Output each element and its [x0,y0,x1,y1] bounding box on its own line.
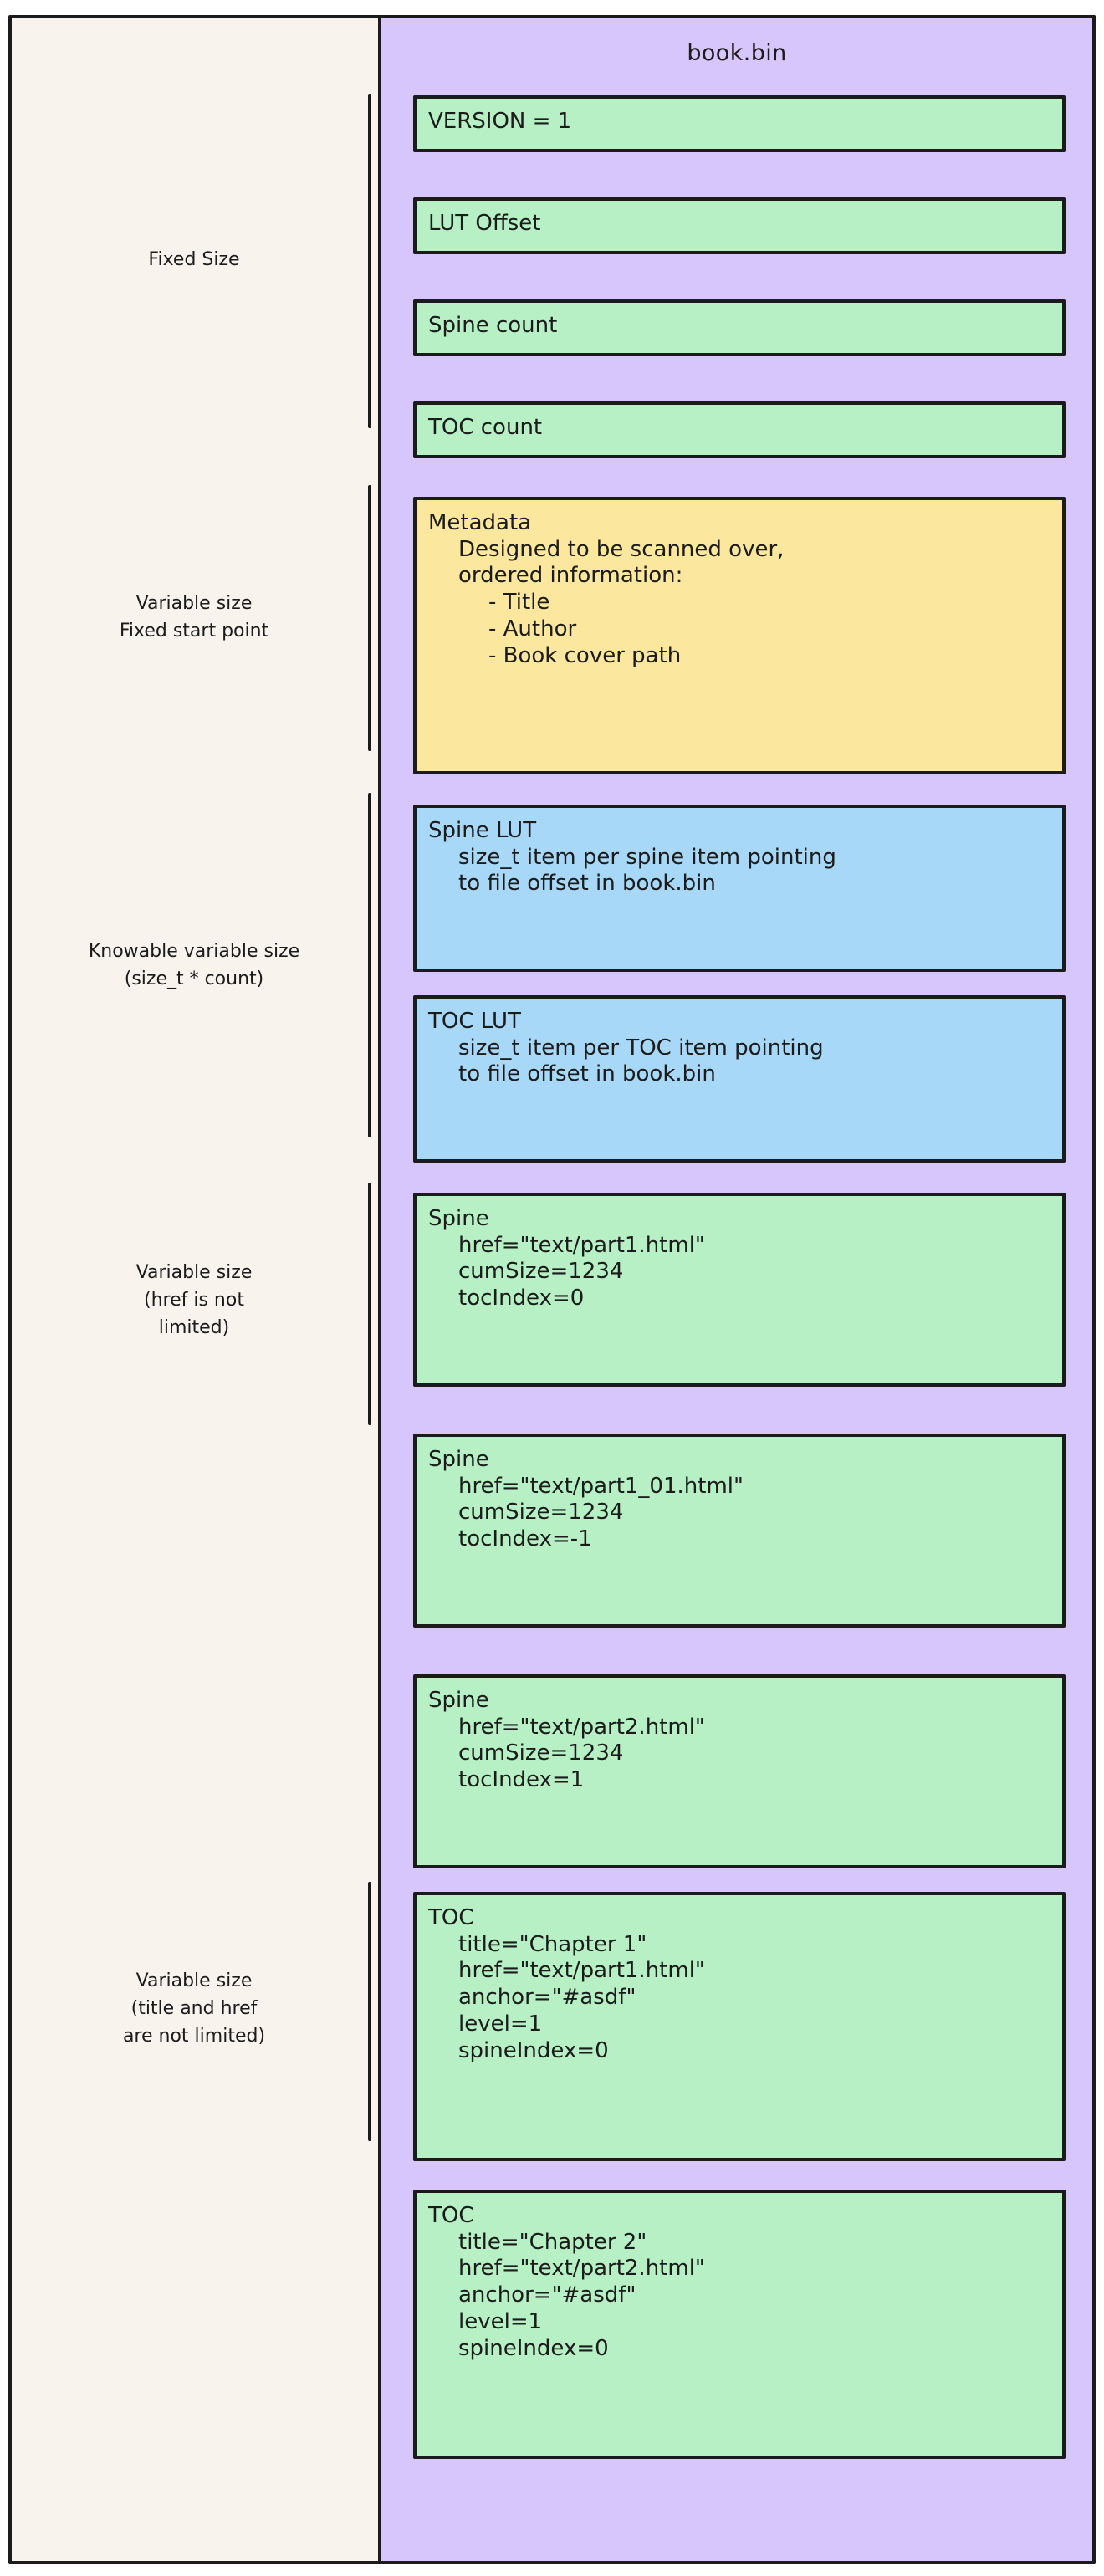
record-line: - Title [488,590,550,616]
record-line: cumSize=1234 [458,1740,624,1766]
record-line: spineIndex=0 [458,2037,609,2063]
record-line: tocIndex=1 [458,1767,585,1793]
record-version: VERSION = 1 [413,95,1066,152]
record-line: VERSION = 1 [428,109,572,134]
record-line: Spine count [428,313,558,338]
group-label-variable-href: Variable size (href is not limited) [135,1261,253,1338]
record-spine-count: Spine count [413,299,1066,356]
record-line: ordered information: [458,563,683,589]
record-line: tocIndex=-1 [458,1526,592,1552]
group-label-variable-title-href: Variable size (title and href are not li… [122,1970,266,2047]
record-line: TOC count [428,415,543,440]
group-brace-variable-href [368,1183,371,1425]
group-label-variable-fixed-start: Variable size Fixed start point [119,593,269,641]
group-label-fixed-size: Fixed Size [148,248,240,270]
record-line: TOC [428,1905,474,1930]
record-line: - Author [488,616,577,641]
record-line: href="text/part2.html" [458,1714,705,1740]
record-line: Spine [428,1206,489,1231]
record-line: size_t item per spine item pointing [458,844,836,870]
record-line: LUT Offset [428,211,541,236]
record-line: title="Chapter 2" [458,2229,647,2255]
record-line: TOC LUT [428,1009,521,1034]
group-brace-knowable-variable-size [368,793,371,1137]
record-line: href="text/part1.html" [458,1958,705,1984]
record-line: to file offset in book.bin [458,1061,716,1087]
record-line: TOC [428,2203,474,2228]
file-title: book.bin [687,40,787,66]
record-line: Spine [428,1447,489,1472]
record-toc-count: TOC count [413,401,1066,458]
record-line: cumSize=1234 [458,1259,624,1285]
record-line: level=1 [458,2308,543,2334]
record-line: cumSize=1234 [458,1500,624,1526]
record-line: href="text/part1_01.html" [458,1473,744,1499]
record-line: anchor="#asdf" [458,1985,636,2011]
record-line: Designed to be scanned over, [458,536,785,562]
record-line: Spine LUT [428,818,537,843]
record-line: tocIndex=0 [458,1285,585,1311]
record-line: Metadata [428,510,532,535]
record-line: level=1 [458,2011,543,2037]
record-lut-offset: LUT Offset [413,197,1066,254]
record-line: to file offset in book.bin [458,871,716,897]
record-line: - Book cover path [488,642,682,668]
record-line: title="Chapter 1" [458,1931,647,1957]
record-line: href="text/part1.html" [458,1232,705,1258]
record-line: Spine [428,1688,489,1713]
record-line: anchor="#asdf" [458,2282,636,2308]
group-brace-variable-fixed-start [368,485,371,751]
group-label-knowable-variable-size: Knowable variable size (size_t * count) [88,941,300,989]
group-brace-fixed-size [368,94,371,428]
record-line: spineIndex=0 [458,2335,609,2361]
record-line: href="text/part2.html" [458,2256,705,2282]
group-brace-variable-title-href [368,1882,371,2141]
record-line: size_t item per TOC item pointing [458,1035,824,1061]
